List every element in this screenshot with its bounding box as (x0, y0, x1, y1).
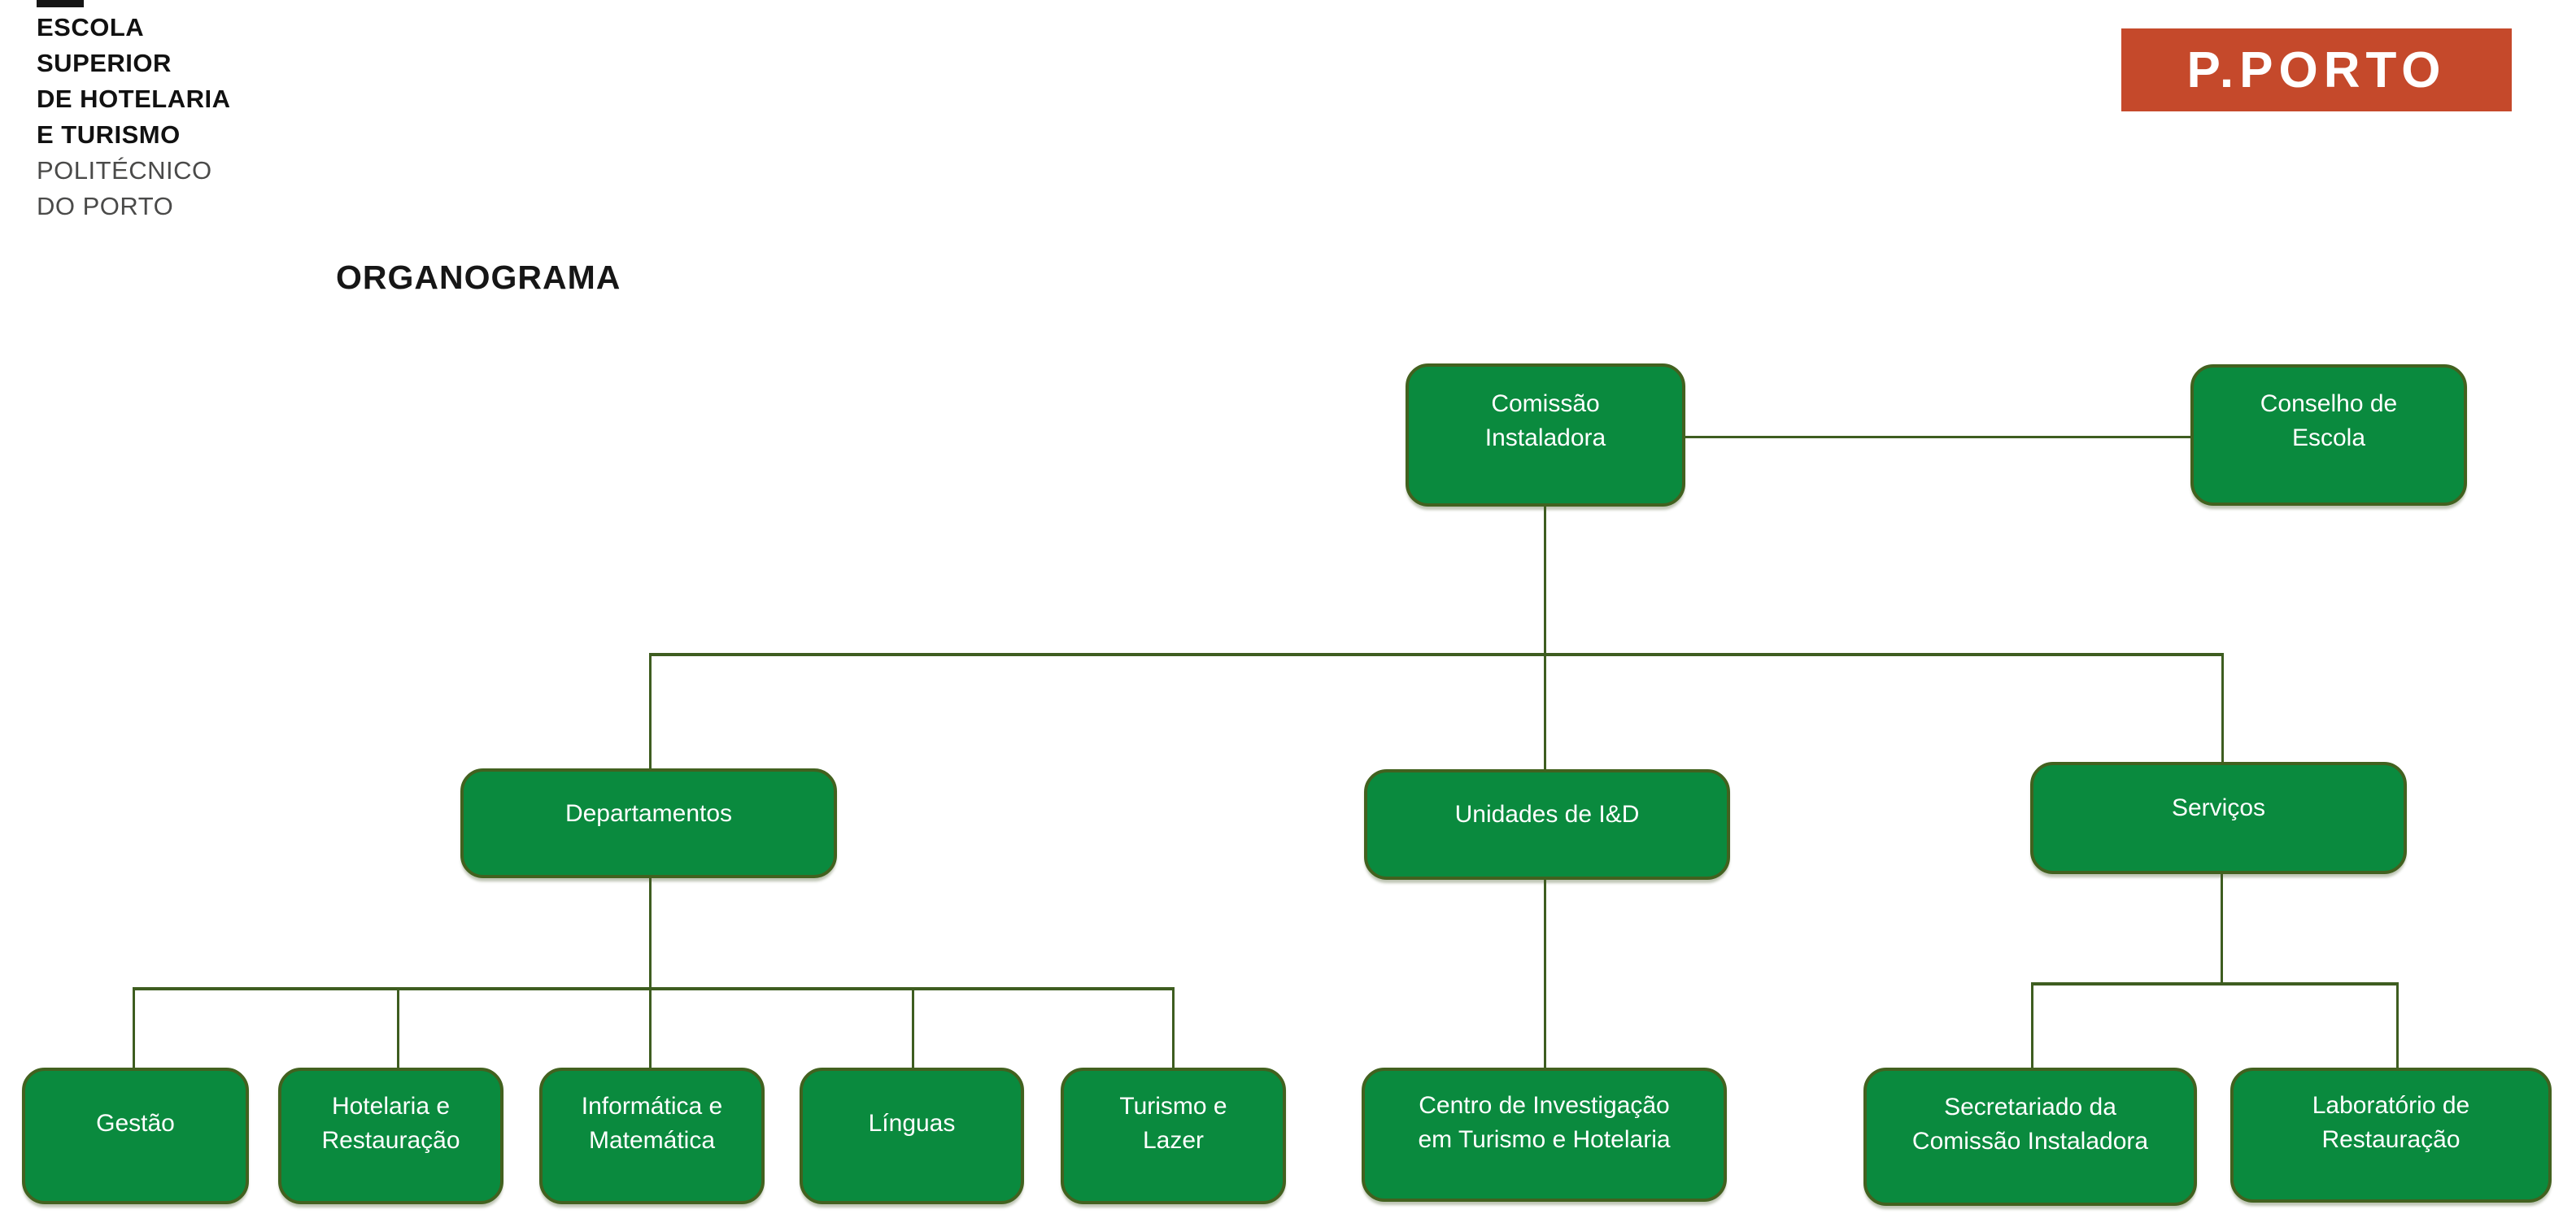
org-node-secretariado-da-comissao: Secretariado da Comissão Instaladora (1863, 1068, 2197, 1206)
node-label: Serviços (2171, 794, 2266, 821)
connector-drop-unidades (1544, 653, 1546, 769)
node-label: Gestão (96, 1110, 175, 1137)
org-node-turismo-e-lazer: Turismo e Lazer (1061, 1068, 1286, 1204)
connector-drop-servicos (2221, 653, 2224, 762)
connector-drop-linguas (912, 987, 914, 1068)
connector-unidades-down (1544, 878, 1546, 1068)
node-label: Laboratório de Restauração (2312, 1092, 2470, 1153)
connector-drop-turismo (1172, 987, 1175, 1068)
node-label: Informática e Matemática (581, 1093, 723, 1154)
connector-drop-informatica (649, 987, 652, 1068)
pporto-logo: P.PORTO (2121, 28, 2512, 111)
brand-bar (37, 0, 84, 7)
org-node-informatica-e-matematica: Informática e Matemática (539, 1068, 765, 1204)
pporto-logo-text: P.PORTO (2186, 41, 2447, 98)
connector-drop-departamentos (649, 653, 652, 768)
school-name-line: DE HOTELARIA (37, 85, 231, 113)
org-node-servicos: Serviços (2030, 762, 2407, 874)
school-name-line: E TURISMO (37, 120, 181, 149)
org-node-hotelaria-e-restauracao: Hotelaria e Restauração (278, 1068, 503, 1204)
connector-departamentos-distribution (133, 987, 1175, 990)
connector-drop-hotelaria (397, 987, 399, 1068)
connector-level2-distribution (649, 653, 2224, 656)
school-name-line: SUPERIOR (37, 49, 172, 77)
node-label: Centro de Investigação em Turismo e Hote… (1418, 1091, 1671, 1153)
connector-comissao-conselho (1685, 436, 2190, 438)
connector-servicos-distribution (2031, 982, 2399, 986)
node-label: Turismo e Lazer (1119, 1093, 1227, 1154)
connector-drop-secretariado (2031, 982, 2033, 1068)
institution-line: POLITÉCNICO (37, 156, 212, 185)
node-label: Comissão Instaladora (1484, 390, 1606, 451)
org-node-centro-de-investigacao: Centro de Investigação em Turismo e Hote… (1362, 1068, 1727, 1202)
node-label: Unidades de I&D (1454, 801, 1640, 828)
org-node-laboratorio-de-restauracao: Laboratório de Restauração (2230, 1068, 2552, 1203)
org-node-conselho-de-escola: Conselho de Escola (2190, 364, 2467, 506)
node-label: Línguas (868, 1110, 956, 1137)
org-node-departamentos: Departamentos (460, 768, 837, 878)
connector-servicos-down (2221, 872, 2223, 983)
org-node-unidades-de-id: Unidades de I&D (1364, 769, 1730, 880)
page-title: ORGANOGRAMA (336, 259, 621, 296)
node-label: Hotelaria e Restauração (321, 1093, 460, 1154)
institution-line: DO PORTO (37, 192, 174, 220)
node-label: Conselho de Escola (2260, 390, 2398, 451)
node-label: Departamentos (564, 799, 733, 827)
connector-departamentos-down (649, 877, 652, 987)
school-name-line: ESCOLA (37, 13, 145, 41)
connector-drop-laboratorio (2396, 982, 2399, 1068)
node-label: Secretariado da Comissão Instaladora (1911, 1094, 2149, 1155)
connector-comissao-down (1544, 505, 1546, 655)
org-node-comissao-instaladora: Comissão Instaladora (1406, 363, 1685, 507)
org-node-linguas: Línguas (800, 1068, 1024, 1204)
org-node-gestao: Gestão (22, 1068, 249, 1204)
school-name-block: ESCOLA SUPERIOR DE HOTELARIA E TURISMO P… (37, 10, 231, 224)
connector-drop-gestao (133, 987, 135, 1068)
